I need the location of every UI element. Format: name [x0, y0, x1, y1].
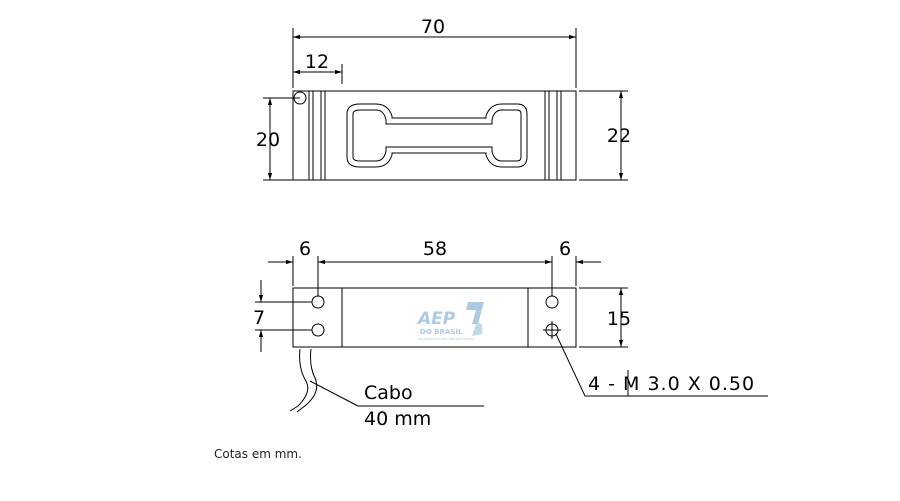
bottom-view: 6 58 6 7 15 4 - M 3.0 X 0.50 Cabo 40 mm … — [253, 238, 768, 430]
dimension-6-left: 6 — [299, 238, 311, 260]
cable-label: Cabo — [364, 382, 413, 404]
dimension-15: 15 — [607, 308, 631, 330]
dimension-22: 22 — [607, 125, 631, 147]
cable — [289, 348, 309, 412]
svg-text:SOLUÇÕES EM PESAGEM INDUSTRIAL: SOLUÇÕES EM PESAGEM INDUSTRIAL — [418, 336, 474, 341]
svg-text:DO BRASIL: DO BRASIL — [420, 328, 463, 336]
thread-leader — [555, 333, 768, 397]
top-view: 70 12 20 22 — [256, 16, 631, 181]
bottom-view-body — [292, 287, 577, 348]
dimension-70: 70 — [421, 16, 445, 38]
dimension-58: 58 — [423, 238, 447, 260]
cable-length: 40 mm — [364, 408, 431, 430]
dimension-6-right: 6 — [559, 238, 571, 260]
thread-spec-note: 4 - M 3.0 X 0.50 — [588, 373, 755, 395]
top-view-left-block — [308, 90, 326, 181]
hole-right-top — [545, 295, 559, 309]
dimension-20: 20 — [256, 129, 280, 151]
top-view-cutout — [346, 103, 528, 168]
dimension-12: 12 — [305, 51, 329, 73]
aep-logo-watermark: AEP DO BRASIL SOLUÇÕES EM PESAGEM INDUST… — [416, 302, 484, 341]
hole-left-top — [311, 295, 325, 309]
hole-left-bottom — [311, 323, 325, 337]
dimension-7: 7 — [253, 307, 265, 329]
units-caption: Cotas em mm. — [214, 447, 302, 461]
top-view-right-block — [544, 90, 562, 181]
svg-text:AEP: AEP — [416, 309, 456, 329]
top-view-body — [292, 90, 577, 181]
